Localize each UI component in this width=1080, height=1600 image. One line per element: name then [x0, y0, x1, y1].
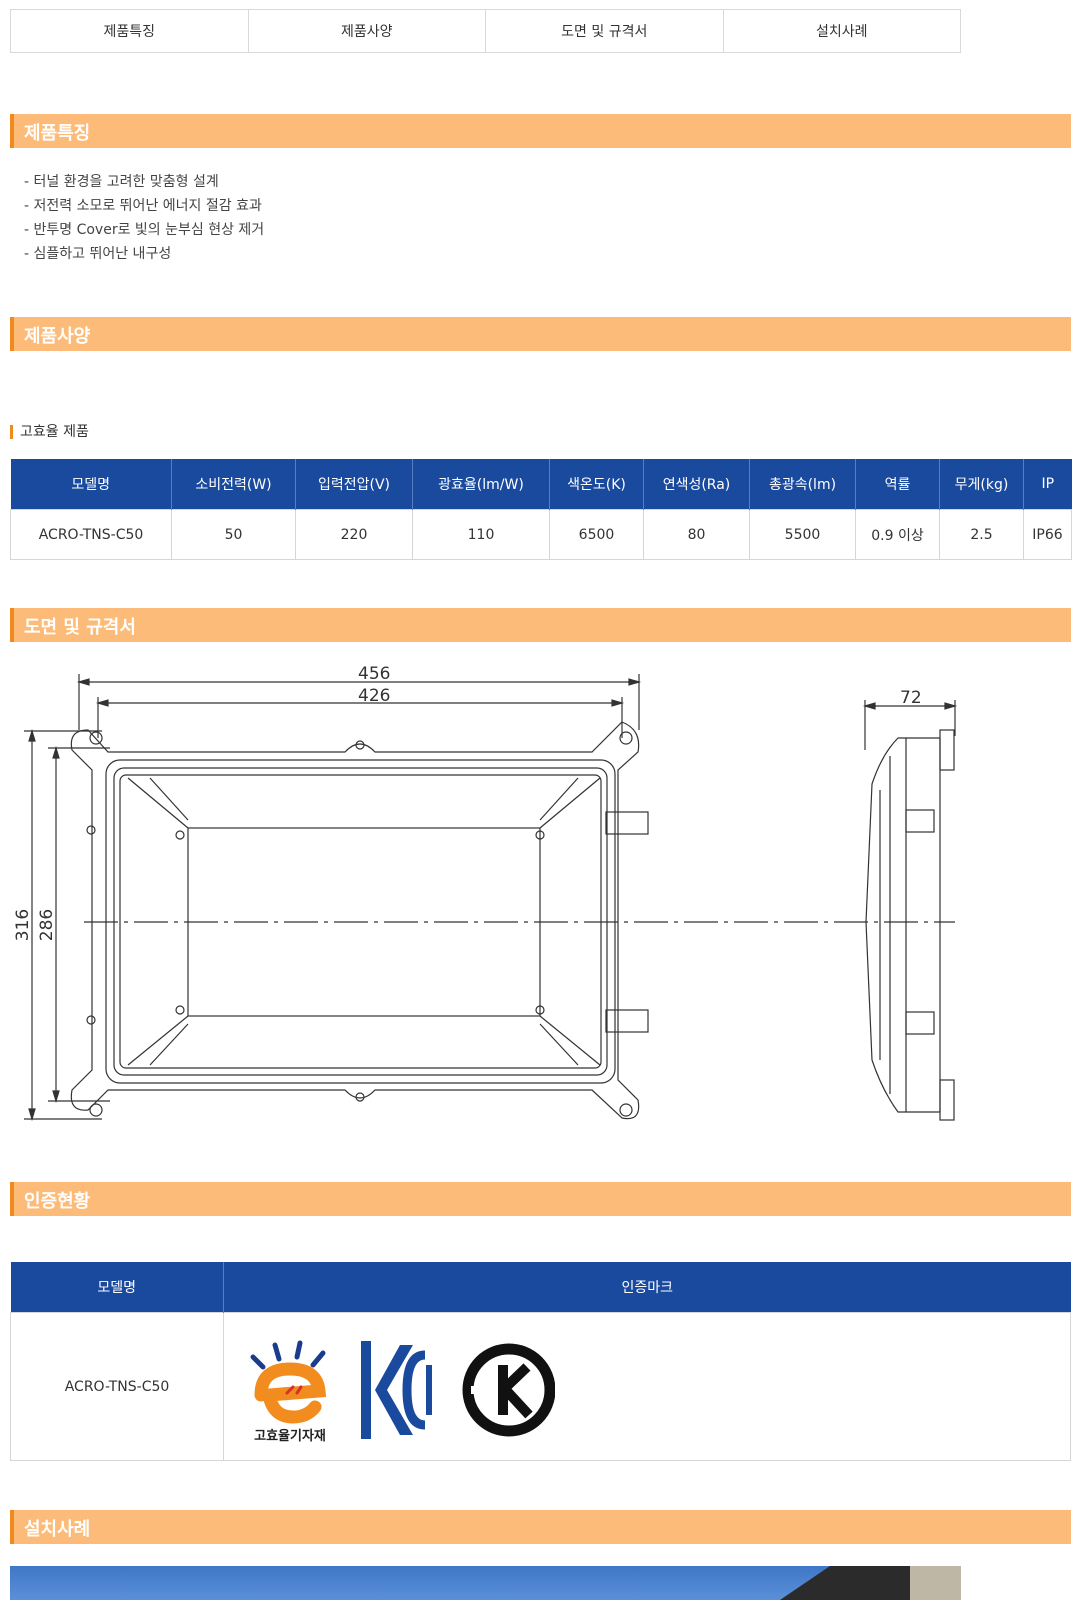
feature-item: - 터널 환경을 고려한 맞춤형 설계	[24, 174, 219, 190]
cert-cell-marks: 고효율기자재	[223, 1312, 1071, 1461]
feature-item: - 반투명 Cover로 빛의 눈부심 현상 제거	[24, 222, 265, 238]
logo-text: 고효율기자재	[254, 1428, 326, 1444]
section-header-specs: 제품사양	[10, 317, 1071, 351]
spec-header-cell: 광효율(lm/W)	[412, 459, 550, 510]
spec-cell: 6500	[549, 509, 644, 560]
dim-label-72: 72	[900, 688, 922, 708]
section-title-certification: 인증현황	[24, 1191, 91, 1212]
spec-cell: 2.5	[939, 509, 1024, 560]
feature-item: - 심플하고 뛰어난 내구성	[24, 246, 172, 262]
section-title-features: 제품특징	[24, 123, 91, 144]
dim-label-316: 316	[13, 909, 33, 941]
spec-header-cell: 역률	[855, 459, 940, 510]
side-view	[865, 729, 955, 1121]
ks-mark-icon	[462, 1343, 555, 1436]
spec-header-cell: 색온도(K)	[549, 459, 644, 510]
section-title-installation: 설치사례	[24, 1519, 91, 1540]
cert-table: 모델명 인증마크 ACRO-TNS-C50 고효율기자재	[10, 1262, 1071, 1461]
spec-header-cell: 총광속(lm)	[749, 459, 856, 510]
high-efficiency-logo-icon: 고효율기자재	[250, 1340, 327, 1444]
spec-cell: 50	[171, 509, 296, 560]
cert-marks: 고효율기자재	[250, 1340, 555, 1444]
section-header-drawing: 도면 및 규격서	[10, 608, 1071, 642]
table-row: ACRO-TNS-C50 50 220 110 6500 80 5500 0.9…	[10, 509, 1072, 560]
spec-header-cell: IP	[1023, 459, 1072, 510]
spec-cell-model: ACRO-TNS-C50	[10, 509, 172, 560]
spec-header-cell: 입력전압(V)	[295, 459, 413, 510]
spec-header-row: 모델명 소비전력(W) 입력전압(V) 광효율(lm/W) 색온도(K) 연색성…	[10, 459, 1072, 510]
tab-installation[interactable]: 설치사례	[815, 24, 868, 40]
spec-cell: IP66	[1023, 509, 1072, 560]
tab-features[interactable]: 제품특징	[11, 10, 249, 52]
feature-item: - 저전력 소모로 뛰어난 에너지 절감 효과	[24, 198, 262, 214]
section-header-features: 제품특징	[10, 114, 1071, 148]
technical-drawing: 456 426 72 316 286	[13, 664, 958, 1122]
section-title-specs: 제품사양	[24, 326, 91, 347]
section-header-certification: 인증현황	[10, 1182, 1071, 1216]
spec-header-cell: 소비전력(W)	[171, 459, 296, 510]
cert-header-row: 모델명 인증마크	[10, 1262, 1071, 1313]
tab-specs[interactable]: 제품사양	[249, 10, 486, 52]
spec-header-cell: 모델명	[10, 459, 172, 510]
front-view	[70, 721, 955, 1120]
spec-subtitle: 고효율 제품	[10, 425, 89, 439]
cert-header-cell: 인증마크	[223, 1262, 1071, 1313]
dim-label-456: 456	[358, 664, 390, 684]
kc-mark-icon	[361, 1340, 432, 1439]
section-tabs: 제품특징 제품사양 도면 및 규격서 설치사례	[10, 9, 961, 53]
installation-photo	[10, 1566, 961, 1600]
section-header-installation: 설치사례	[10, 1510, 1071, 1544]
feature-list: - 터널 환경을 고려한 맞춤형 설계 - 저전력 소모로 뛰어난 에너지 절감…	[24, 170, 264, 266]
tab-drawing[interactable]: 도면 및 규격서	[486, 10, 724, 52]
spec-table: 모델명 소비전력(W) 입력전압(V) 광효율(lm/W) 색온도(K) 연색성…	[10, 459, 1072, 560]
dimension-lines	[24, 674, 958, 1122]
cert-header-cell: 모델명	[10, 1262, 224, 1313]
cert-cell-model: ACRO-TNS-C50	[10, 1312, 224, 1461]
spec-cell: 5500	[749, 509, 856, 560]
spec-cell: 0.9 이상	[855, 509, 940, 560]
section-title-drawing: 도면 및 규격서	[24, 617, 136, 638]
spec-cell: 220	[295, 509, 413, 560]
spec-header-cell: 무게(kg)	[939, 459, 1024, 510]
dim-label-286: 286	[37, 909, 57, 941]
spec-cell: 80	[643, 509, 750, 560]
spec-cell: 110	[412, 509, 550, 560]
spec-header-cell: 연색성(Ra)	[643, 459, 750, 510]
table-row: ACRO-TNS-C50 고효율기자재	[10, 1312, 1071, 1461]
dim-label-426: 426	[358, 686, 390, 706]
